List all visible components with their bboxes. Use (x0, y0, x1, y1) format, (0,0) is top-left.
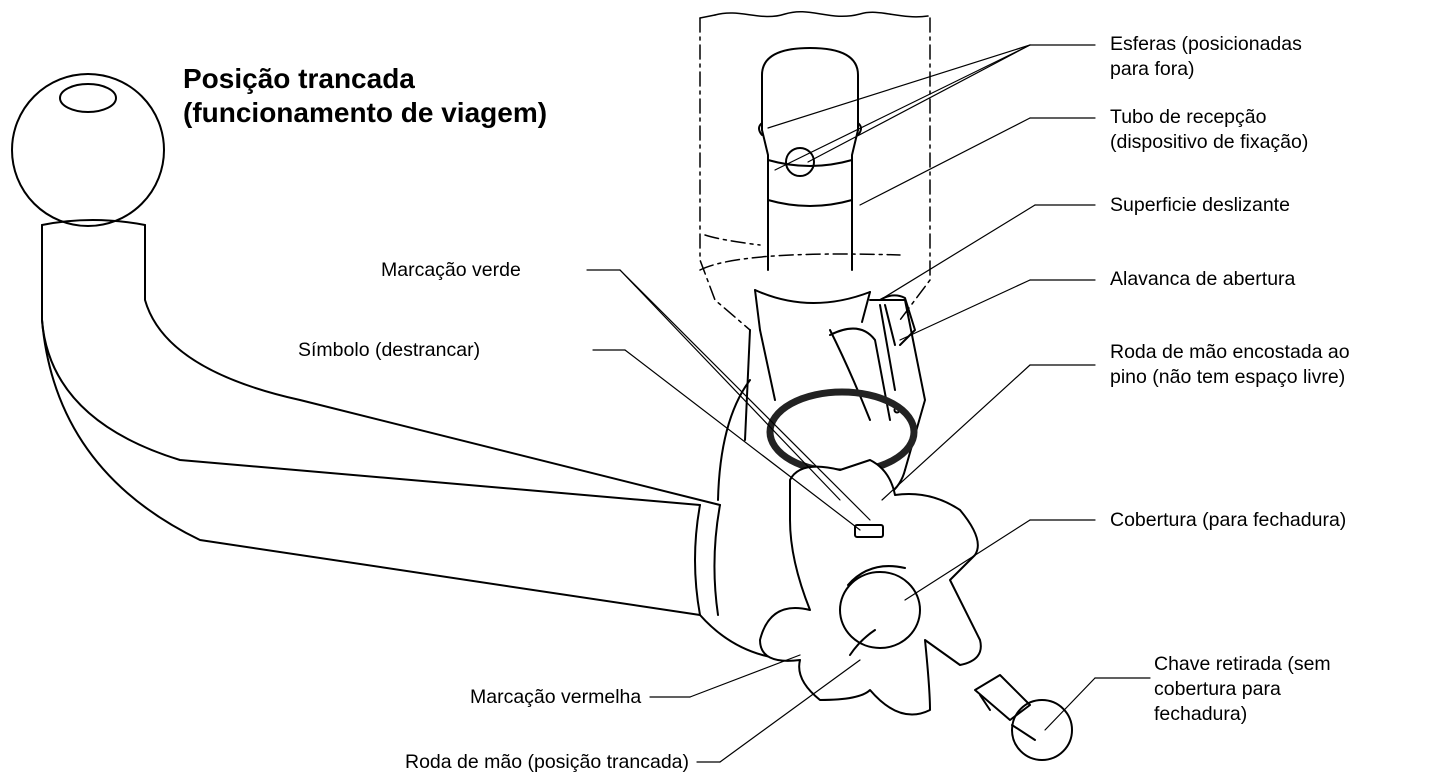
label-marcacao-vermelha: Marcação vermelha (470, 685, 641, 710)
label-marcacao-verde-line-1: Marcação verde (381, 259, 521, 281)
label-esferas-line-1: Esferas (posicionadas (1110, 33, 1302, 55)
label-cobertura: Cobertura (para fechadura) (1110, 508, 1346, 533)
leader-lines (586, 44, 1151, 763)
label-simbolo-line-1: Símbolo (destrancar) (298, 339, 481, 361)
label-marcacao-vermelha-line-1: Marcação vermelha (470, 686, 642, 708)
handwheel (759, 459, 982, 716)
label-alavanca: Alavanca de abertura (1110, 267, 1295, 292)
label-chave: Chave retirada (sem cobertura para fecha… (1154, 652, 1331, 727)
label-tubo-line-2: (dispositivo de fixação) (1110, 131, 1309, 153)
label-simbolo: Símbolo (destrancar) (298, 338, 480, 363)
label-tubo-line-1: Tubo de recepção (1110, 106, 1267, 128)
tube-top-wavy-edge (714, 10, 929, 18)
label-alavanca-line-1: Alavanca de abertura (1110, 268, 1296, 290)
label-chave-line-2: cobertura para (1154, 678, 1281, 700)
locking-pin (754, 47, 871, 331)
label-superficie: Superficie deslizante (1110, 193, 1290, 218)
label-cobertura-line-1: Cobertura (para fechadura) (1110, 509, 1347, 531)
label-esferas-line-2: para fora) (1110, 58, 1195, 80)
tow-bar-arm (41, 219, 801, 661)
label-roda-encostada-line-1: Roda de mão encostada ao (1110, 341, 1350, 363)
label-roda-trancada-line-1: Roda de mão (posição trancada) (405, 751, 689, 773)
label-roda-trancada: Roda de mão (posição trancada) (405, 750, 689, 775)
label-roda-encostada-line-2: pino (não tem espaço livre) (1110, 366, 1346, 388)
label-tubo: Tubo de recepção (dispositivo de fixação… (1110, 105, 1308, 155)
label-marcacao-verde: Marcação verde (381, 258, 521, 283)
tow-ball (11, 73, 165, 227)
page-title: Posição trancada (funcionamento de viage… (183, 62, 547, 130)
label-chave-line-1: Chave retirada (sem (1154, 653, 1331, 675)
label-esferas: Esferas (posicionadas para fora) (1110, 32, 1302, 82)
title-line-1: Posição trancada (183, 63, 415, 94)
label-chave-line-3: fechadura) (1154, 703, 1248, 725)
receiving-tube-outline (699, 17, 931, 331)
title-line-2: (funcionamento de viagem) (183, 97, 548, 128)
key (974, 674, 1073, 761)
marking-ring (766, 388, 918, 476)
label-superficie-line-1: Superficie deslizante (1110, 194, 1290, 216)
label-roda-encostada: Roda de mão encostada ao pino (não tem e… (1110, 340, 1350, 390)
